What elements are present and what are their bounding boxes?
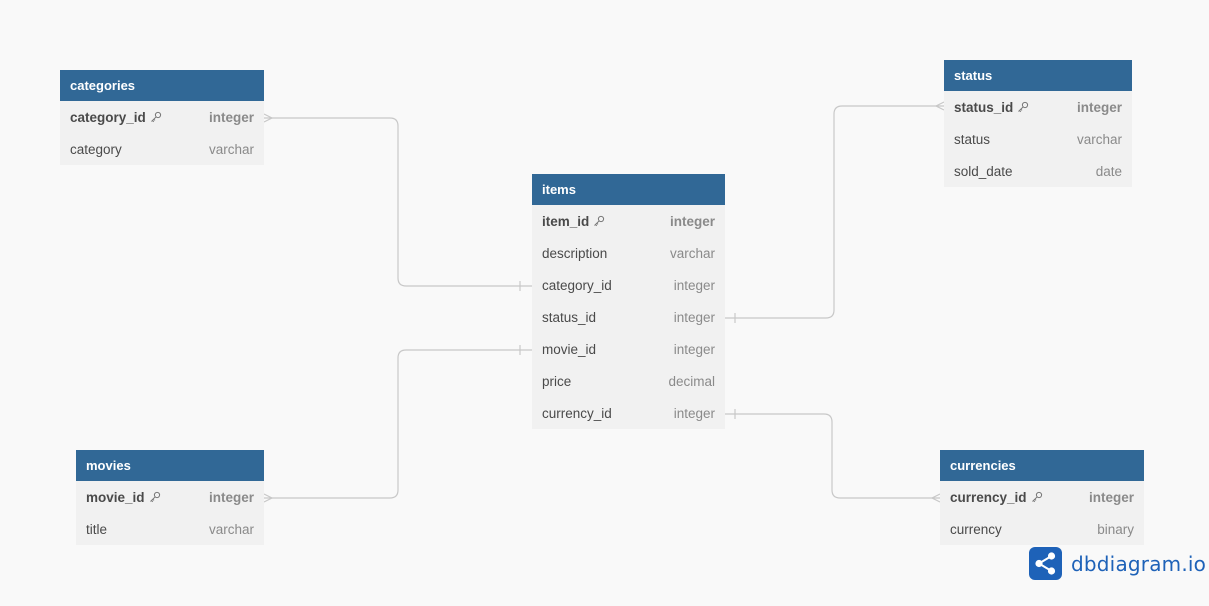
field-name: status_id — [954, 99, 1014, 115]
connector-categories-items[interactable] — [264, 117, 532, 287]
field-name: category_id — [542, 277, 612, 293]
field-type: integer — [673, 405, 715, 421]
table-row[interactable]: currency_id integer — [940, 481, 1144, 513]
table-row[interactable]: price decimal — [532, 365, 725, 397]
table-header[interactable]: currencies — [940, 450, 1144, 481]
field-type: date — [1095, 163, 1122, 179]
brand-name: dbdiagram.io — [1071, 551, 1207, 576]
table-row[interactable]: currency binary — [940, 513, 1144, 545]
many-marker-currencies — [930, 493, 941, 503]
field-type: integer — [673, 341, 715, 357]
table-row[interactable]: sold_date date — [944, 155, 1132, 187]
many-marker-movies — [263, 493, 274, 503]
many-marker-status — [934, 101, 945, 111]
field-name: movie_id — [542, 341, 597, 357]
table-row[interactable]: category_id integer — [532, 269, 725, 301]
key-icon — [149, 491, 160, 503]
table-header[interactable]: movies — [76, 450, 264, 481]
table-row[interactable]: status varchar — [944, 123, 1132, 155]
many-marker-categories — [263, 113, 274, 123]
share-icon — [1029, 547, 1062, 580]
field-type: varchar — [208, 141, 254, 157]
field-type: integer — [1076, 99, 1122, 115]
table-row[interactable]: currency_id integer — [532, 397, 725, 429]
table-categories[interactable]: categories category_id integer category … — [60, 70, 264, 165]
field-name: category_id — [70, 109, 146, 125]
table-header[interactable]: categories — [60, 70, 264, 101]
field-name: movie_id — [86, 489, 145, 505]
field-name: status — [954, 131, 991, 147]
table-movies[interactable]: movies movie_id integer title varchar — [76, 450, 264, 545]
table-row[interactable]: movie_id integer — [76, 481, 264, 513]
field-name: item_id — [542, 213, 590, 229]
table-row[interactable]: category_id integer — [60, 101, 264, 133]
field-type: binary — [1097, 521, 1134, 537]
field-type: varchar — [669, 245, 715, 261]
connector-movies-items[interactable] — [264, 349, 532, 499]
field-type: integer — [1088, 489, 1134, 505]
table-row[interactable]: title varchar — [76, 513, 264, 545]
field-name: currency_id — [542, 405, 612, 421]
table-row[interactable]: status_id integer — [944, 91, 1132, 123]
key-icon — [1031, 491, 1042, 503]
field-name: sold_date — [954, 163, 1013, 179]
table-items[interactable]: items item_id integer description varcha… — [532, 174, 725, 429]
field-name: currency — [950, 521, 1002, 537]
table-row[interactable]: category varchar — [60, 133, 264, 165]
field-type: decimal — [668, 373, 715, 389]
connector-status-items[interactable] — [725, 105, 944, 319]
connector-currencies-items[interactable] — [725, 413, 940, 499]
field-type: varchar — [1076, 131, 1122, 147]
field-type: integer — [673, 277, 715, 293]
key-icon — [150, 111, 161, 123]
field-type: integer — [208, 489, 254, 505]
table-status[interactable]: status status_id integer status varchar … — [944, 60, 1132, 187]
table-header[interactable]: items — [532, 174, 725, 205]
table-row[interactable]: item_id integer — [532, 205, 725, 237]
field-name: currency_id — [950, 489, 1027, 505]
table-currencies[interactable]: currencies currency_id integer currency … — [940, 450, 1144, 545]
table-row[interactable]: description varchar — [532, 237, 725, 269]
field-type: varchar — [208, 521, 254, 537]
field-type: integer — [673, 309, 715, 325]
key-icon — [594, 215, 605, 227]
table-row[interactable]: movie_id integer — [532, 333, 725, 365]
field-type: integer — [669, 213, 715, 229]
table-header[interactable]: status — [944, 60, 1132, 91]
field-name: title — [86, 521, 108, 537]
brand-logo[interactable]: dbdiagram.io — [1029, 547, 1206, 580]
field-type: integer — [208, 109, 254, 125]
key-icon — [1018, 101, 1029, 113]
field-name: status_id — [542, 309, 597, 325]
table-row[interactable]: status_id integer — [532, 301, 725, 333]
field-name: price — [542, 373, 572, 389]
field-name: category — [70, 141, 122, 157]
field-name: description — [542, 245, 608, 261]
